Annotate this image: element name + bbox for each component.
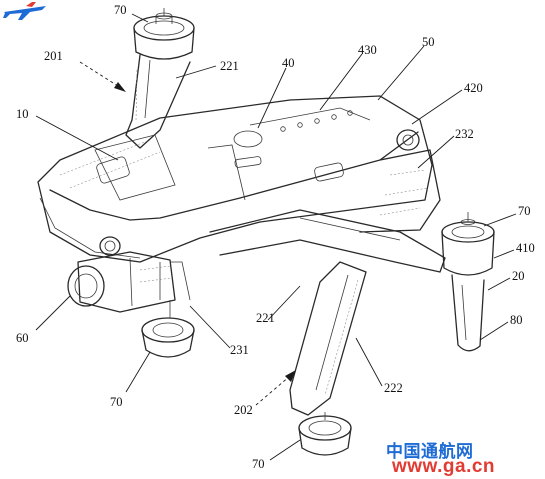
label-70-left: 70	[110, 395, 123, 409]
landing-leg	[451, 274, 485, 352]
label-201: 201	[44, 49, 63, 63]
label-50: 50	[422, 35, 435, 49]
label-70-right: 70	[518, 204, 531, 218]
fuselage	[37, 95, 433, 263]
propeller-motor-right	[441, 212, 495, 276]
watermark-site-name: 中国通航网	[386, 442, 474, 462]
label-221-top: 221	[220, 59, 239, 73]
pointer-arrows	[79, 61, 296, 406]
label-222: 222	[384, 381, 403, 395]
label-410: 410	[516, 241, 535, 255]
propeller-motor-bottom-left	[141, 300, 195, 358]
label-231: 231	[230, 343, 249, 357]
arm-lower	[289, 261, 367, 416]
label-80: 80	[510, 313, 523, 327]
arm-right	[209, 209, 446, 273]
label-221-mid: 221	[256, 311, 275, 325]
label-420: 420	[464, 81, 483, 95]
label-40: 40	[282, 56, 295, 70]
label-70-top: 70	[114, 3, 127, 17]
label-430: 430	[358, 43, 377, 57]
label-20: 20	[512, 269, 525, 283]
label-70-bottom: 70	[252, 457, 265, 471]
label-232: 232	[455, 127, 474, 141]
propeller-motor-bottom	[298, 412, 352, 456]
watermark-url: www.ga.cn	[392, 456, 496, 477]
label-202: 202	[234, 403, 253, 417]
rear-housing	[359, 149, 441, 233]
label-10: 10	[16, 107, 29, 121]
propeller-motor-top	[133, 8, 195, 60]
airplane-logo-icon	[3, 2, 46, 20]
leader-lines	[35, 13, 517, 461]
label-60: 60	[16, 331, 29, 345]
arm-top-left	[125, 54, 191, 149]
gimbal-camera	[67, 251, 191, 313]
